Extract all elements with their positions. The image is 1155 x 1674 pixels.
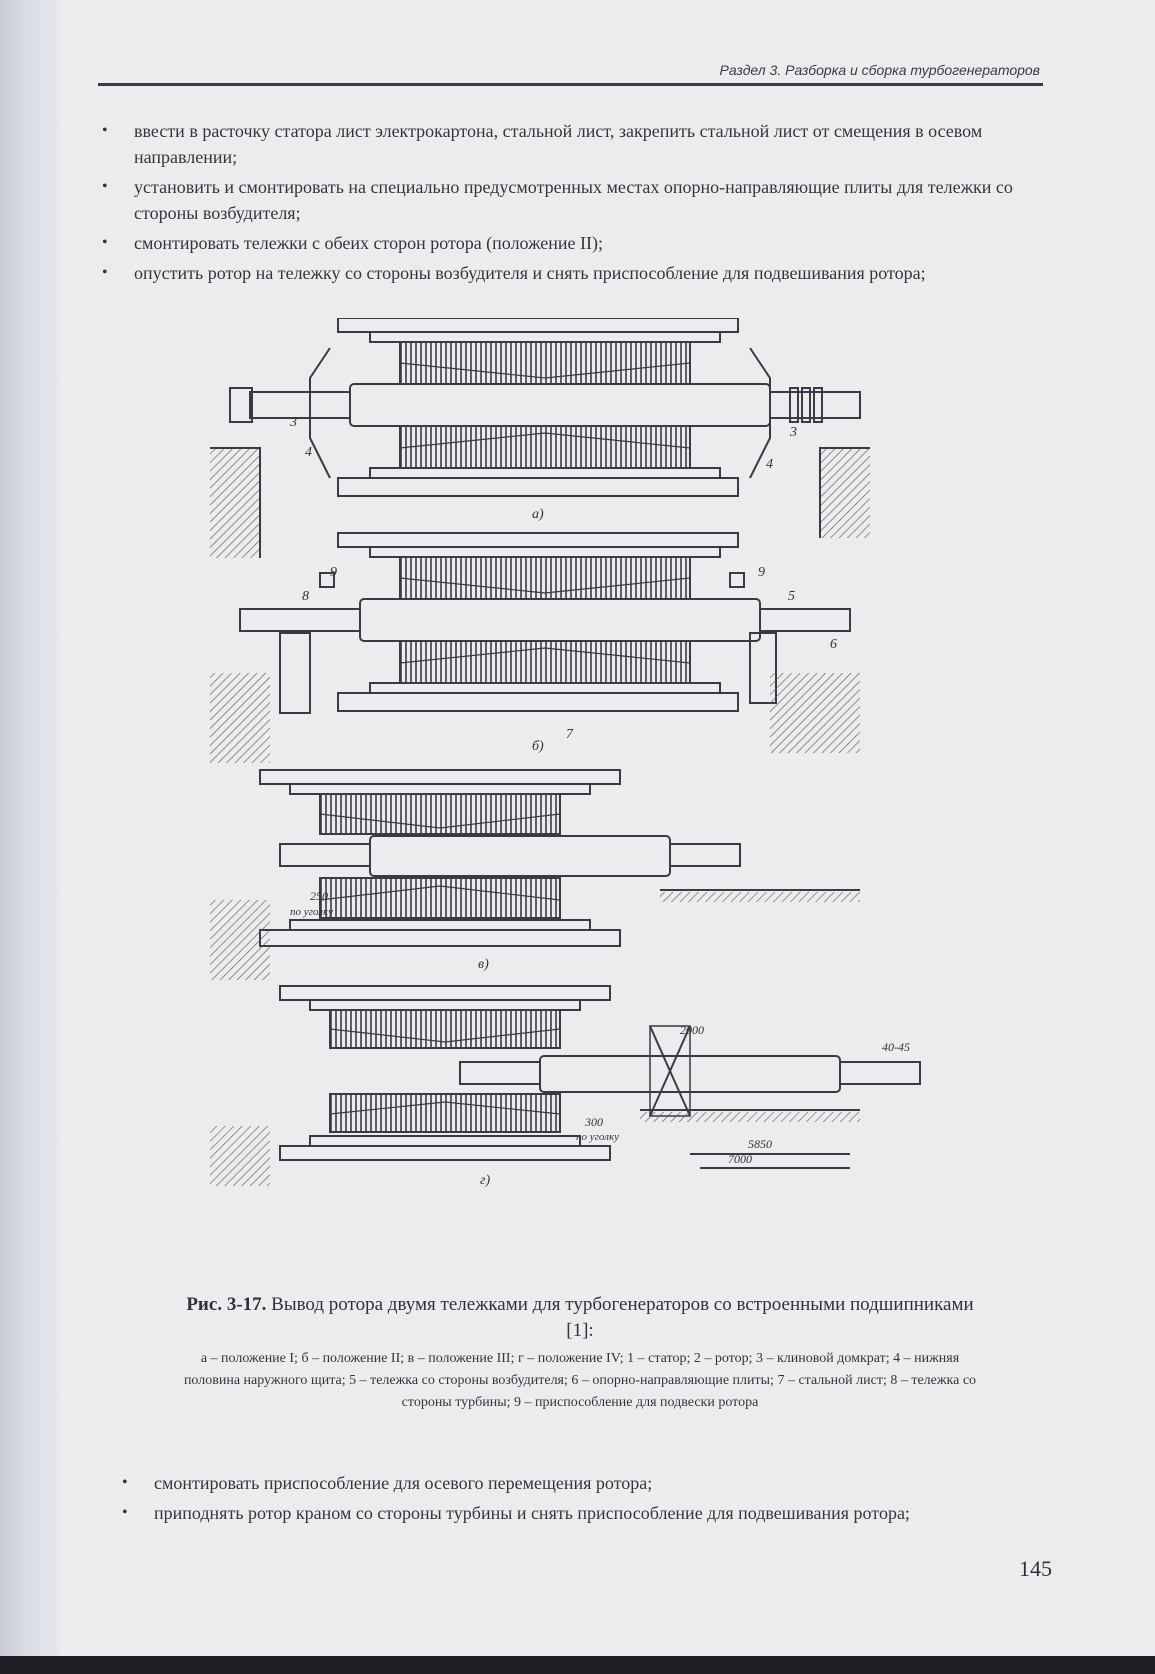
panel-label-d: г) <box>480 1173 490 1188</box>
callout-label: 4 <box>766 457 773 472</box>
list-item: •ввести в расточку статора лист электрок… <box>98 118 1043 170</box>
caption-title: Рис. 3-17. Вывод ротора двумя тележками … <box>180 1292 980 1344</box>
dimension-label: 7000 <box>728 1152 752 1166</box>
panel-d-drawing <box>210 985 921 1186</box>
dimension-label: 2000 <box>680 1023 704 1037</box>
list-item: •опустить ротор на тележку со стороны во… <box>98 260 1043 286</box>
callout-label: 7 <box>566 727 574 742</box>
panel-c-drawing <box>210 769 860 980</box>
callout-label: 8 <box>302 589 309 604</box>
dimension-label: 5850 <box>748 1137 772 1151</box>
bottom-bullet-list: •смонтировать приспособление для осевого… <box>118 1470 1053 1530</box>
caption-title-text: Вывод ротора двумя тележками для турбоге… <box>271 1294 974 1341</box>
page-number: 145 <box>1019 1556 1052 1581</box>
dimension-label: 300 <box>584 1115 603 1129</box>
figure-caption: Рис. 3-17. Вывод ротора двумя тележками … <box>180 1292 980 1414</box>
panel-b-drawing <box>210 532 860 763</box>
bullet-icon: • <box>122 1474 128 1491</box>
bullet-icon: • <box>102 264 108 281</box>
callout-label: 3 <box>289 415 297 430</box>
bullet-icon: • <box>102 122 108 139</box>
top-bullet-list: •ввести в расточку статора лист электрок… <box>98 118 1043 290</box>
list-item: •установить и смонтировать на специально… <box>98 174 1043 226</box>
list-item: •смонтировать приспособление для осевого… <box>118 1470 1053 1496</box>
dimension-label: 250 <box>310 889 328 903</box>
callout-label: 5 <box>788 589 795 604</box>
callout-label: 9 <box>330 565 337 580</box>
panel-label-a: а) <box>532 507 544 522</box>
dimension-label: 40-45 <box>882 1040 910 1054</box>
header-rule <box>98 83 1043 86</box>
callout-label: 3 <box>789 425 797 440</box>
dimension-label: по уголку <box>290 906 333 918</box>
panel-a-drawing <box>210 317 870 558</box>
list-item: •смонтировать тележки с обеих сторон рот… <box>98 230 1043 256</box>
caption-prefix: Рис. 3-17. <box>186 1294 267 1315</box>
callout-label: 1 <box>500 318 507 322</box>
bullet-icon: • <box>102 234 108 251</box>
callout-label: 6 <box>830 637 837 652</box>
book-binding-shadow <box>0 0 60 1674</box>
bullet-icon: • <box>102 178 108 195</box>
panel-label-b: б) <box>532 739 544 754</box>
list-item: •приподнять ротор краном со стороны турб… <box>118 1500 1053 1526</box>
running-header: Раздел 3. Разборка и сборка турбогенерат… <box>719 62 1040 78</box>
rotor-removal-figure: 2 1 3 3 4 4 а) <box>210 307 935 1263</box>
callout-label: 9 <box>758 565 765 580</box>
dimension-label: по уголку <box>576 1131 619 1143</box>
panel-label-c: в) <box>478 957 489 972</box>
callout-label: 4 <box>305 445 312 460</box>
caption-legend: а – положение I; б – положение II; в – п… <box>183 1351 977 1410</box>
callout-label: 2 <box>452 318 459 322</box>
bullet-icon: • <box>122 1504 128 1521</box>
scan-edge <box>0 1656 1155 1674</box>
